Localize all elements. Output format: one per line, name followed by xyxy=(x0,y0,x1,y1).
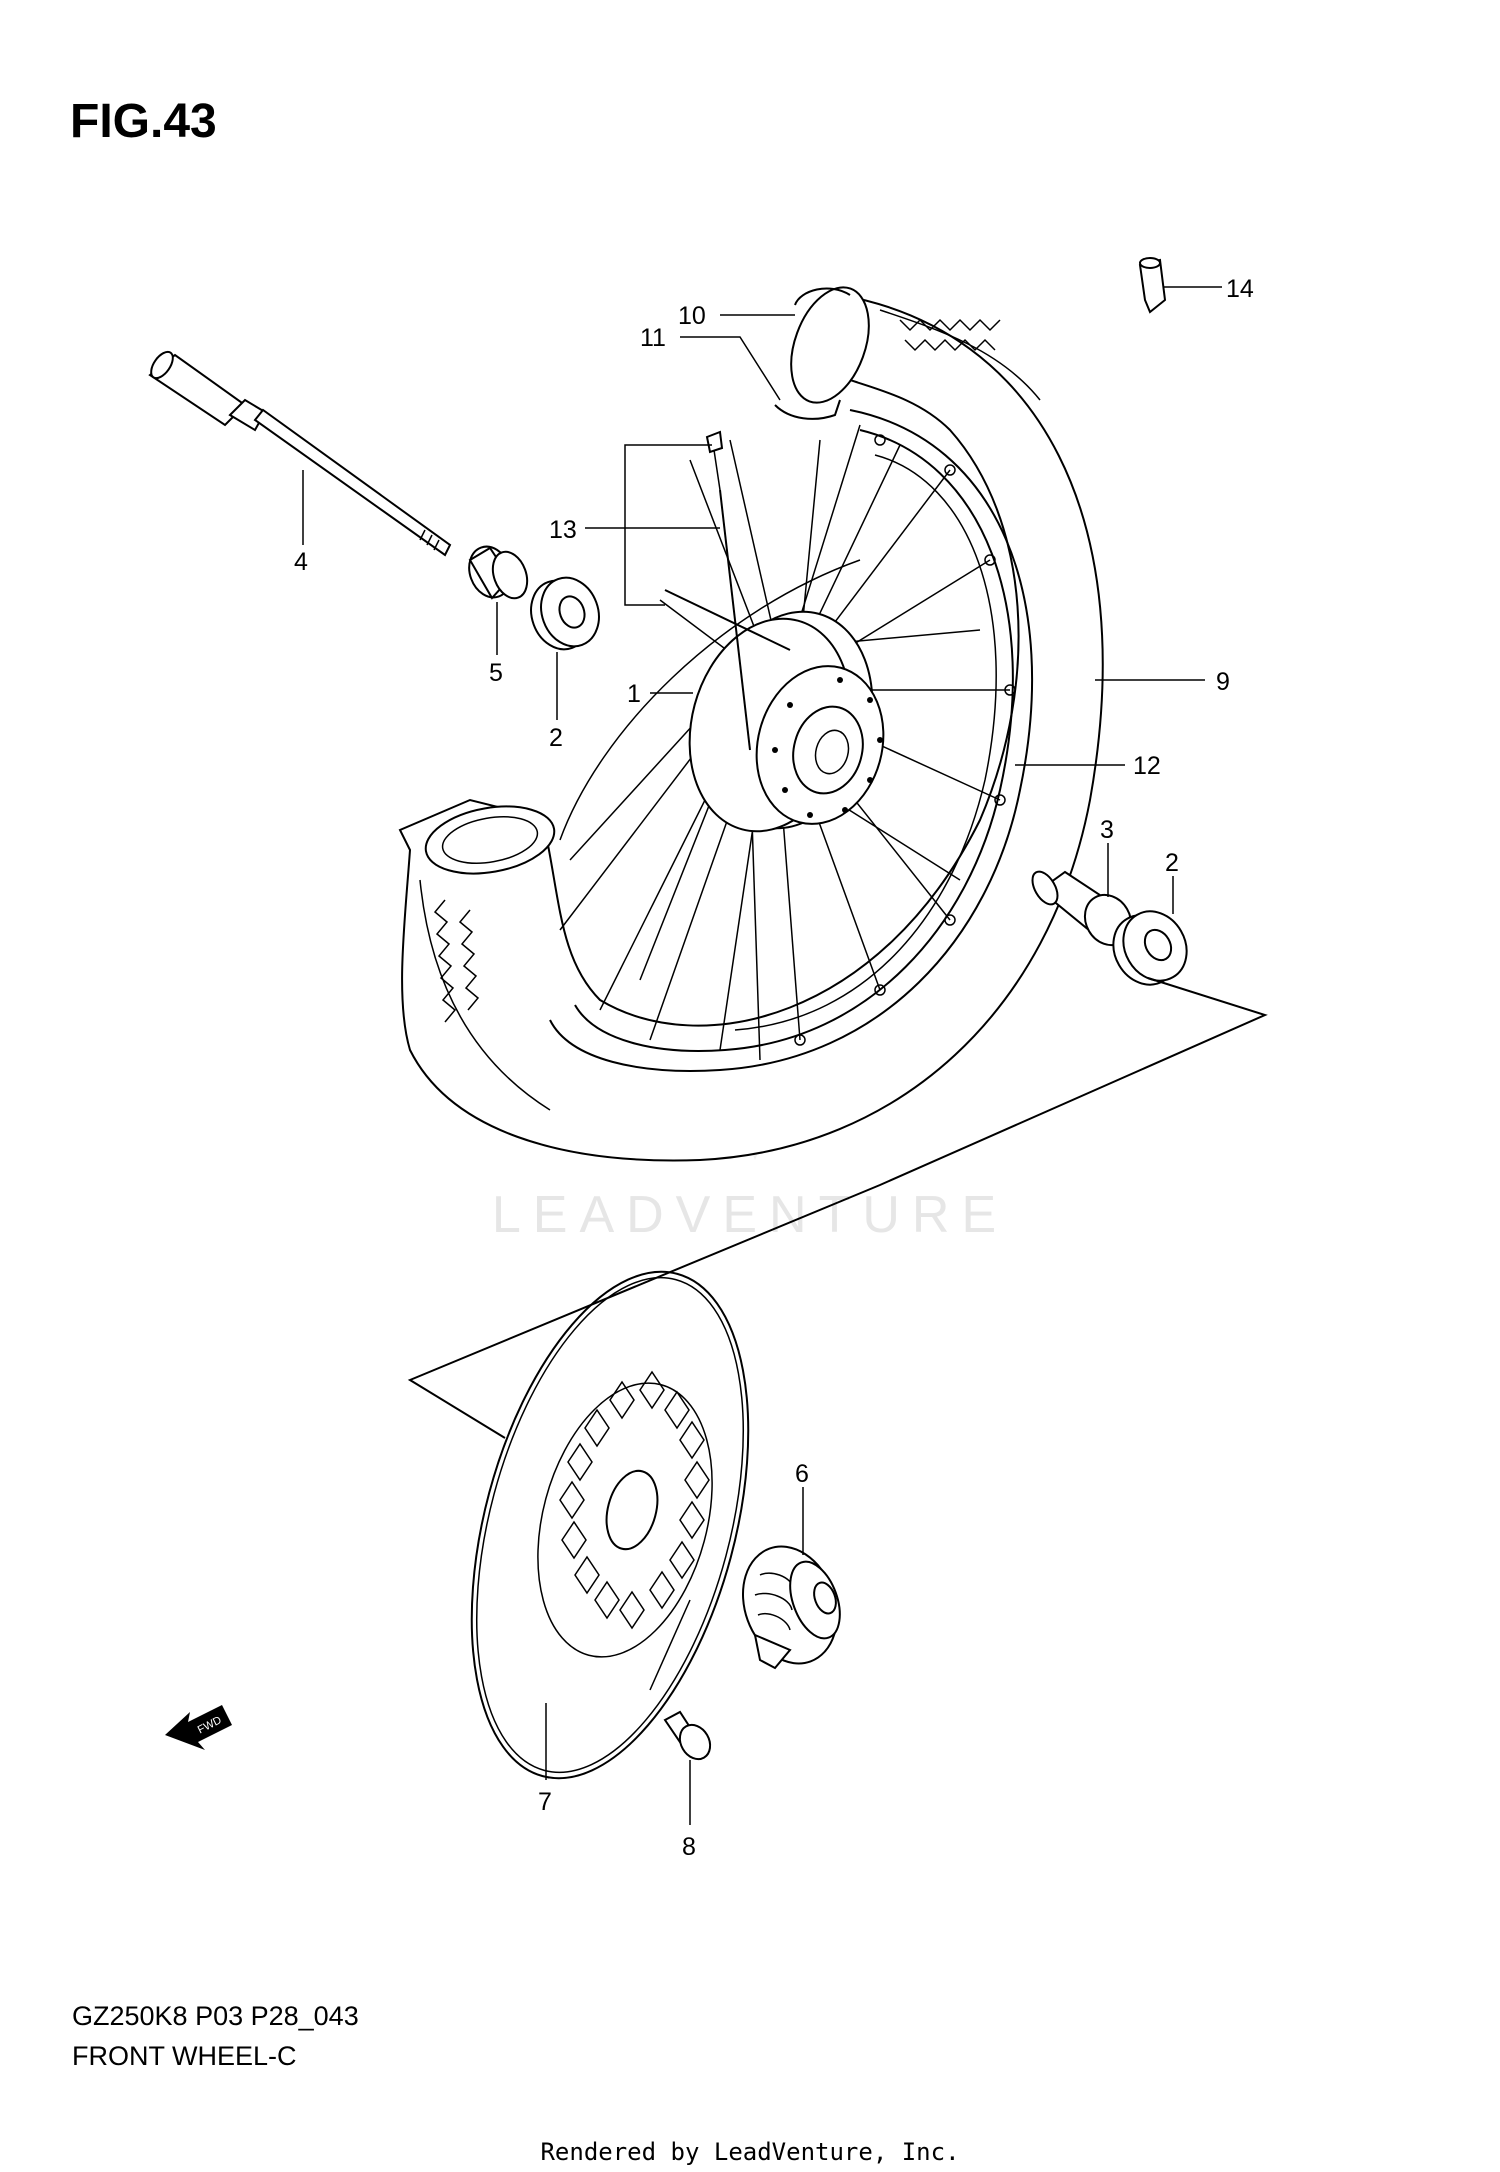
callout-13: 13 xyxy=(549,516,577,544)
brake-disc-part xyxy=(470,1270,750,1780)
bearing-part-left xyxy=(530,576,600,651)
bearing-part-right xyxy=(1112,910,1188,986)
valve-part xyxy=(1138,257,1167,314)
spoke-set-part xyxy=(664,430,791,751)
leader-lines xyxy=(302,286,1222,1825)
wheel-assembly xyxy=(398,286,1104,1162)
callout-10: 10 xyxy=(678,302,706,330)
rim-tape-part xyxy=(774,399,841,420)
speedometer-gearbox-part xyxy=(741,1545,841,1670)
assembly-lines xyxy=(407,977,1268,1691)
callout-9: 9 xyxy=(1216,668,1230,696)
callout-4: 4 xyxy=(294,548,308,576)
watermark-text: LEADVENTURE xyxy=(492,1186,1008,1244)
callout-5: 5 xyxy=(489,659,503,687)
disc-bolt-part xyxy=(663,1710,712,1761)
callout-3: 3 xyxy=(1100,816,1114,844)
callout-6: 6 xyxy=(795,1460,809,1488)
axle-part xyxy=(148,350,452,557)
callout-2-left: 2 xyxy=(549,724,563,752)
collar-part xyxy=(468,545,529,600)
figure-title: FIG.43 xyxy=(70,95,217,148)
rendered-by-credit: Rendered by LeadVenture, Inc. xyxy=(540,2138,960,2166)
callout-numbers: 10 11 14 13 4 5 2 1 9 12 3 2 6 7 8 xyxy=(294,275,1254,1861)
callout-14: 14 xyxy=(1226,275,1254,303)
callout-8: 8 xyxy=(682,1833,696,1861)
forward-direction-arrow: FWD xyxy=(165,1705,232,1750)
callout-1: 1 xyxy=(627,680,641,708)
callout-11: 11 xyxy=(640,324,666,352)
callout-2-right: 2 xyxy=(1165,849,1179,877)
callout-7: 7 xyxy=(538,1788,552,1816)
model-code: GZ250K8 P03 P28_043 xyxy=(72,2001,359,2031)
assembly-name: FRONT WHEEL-C xyxy=(72,2041,297,2071)
callout-12: 12 xyxy=(1133,752,1161,780)
